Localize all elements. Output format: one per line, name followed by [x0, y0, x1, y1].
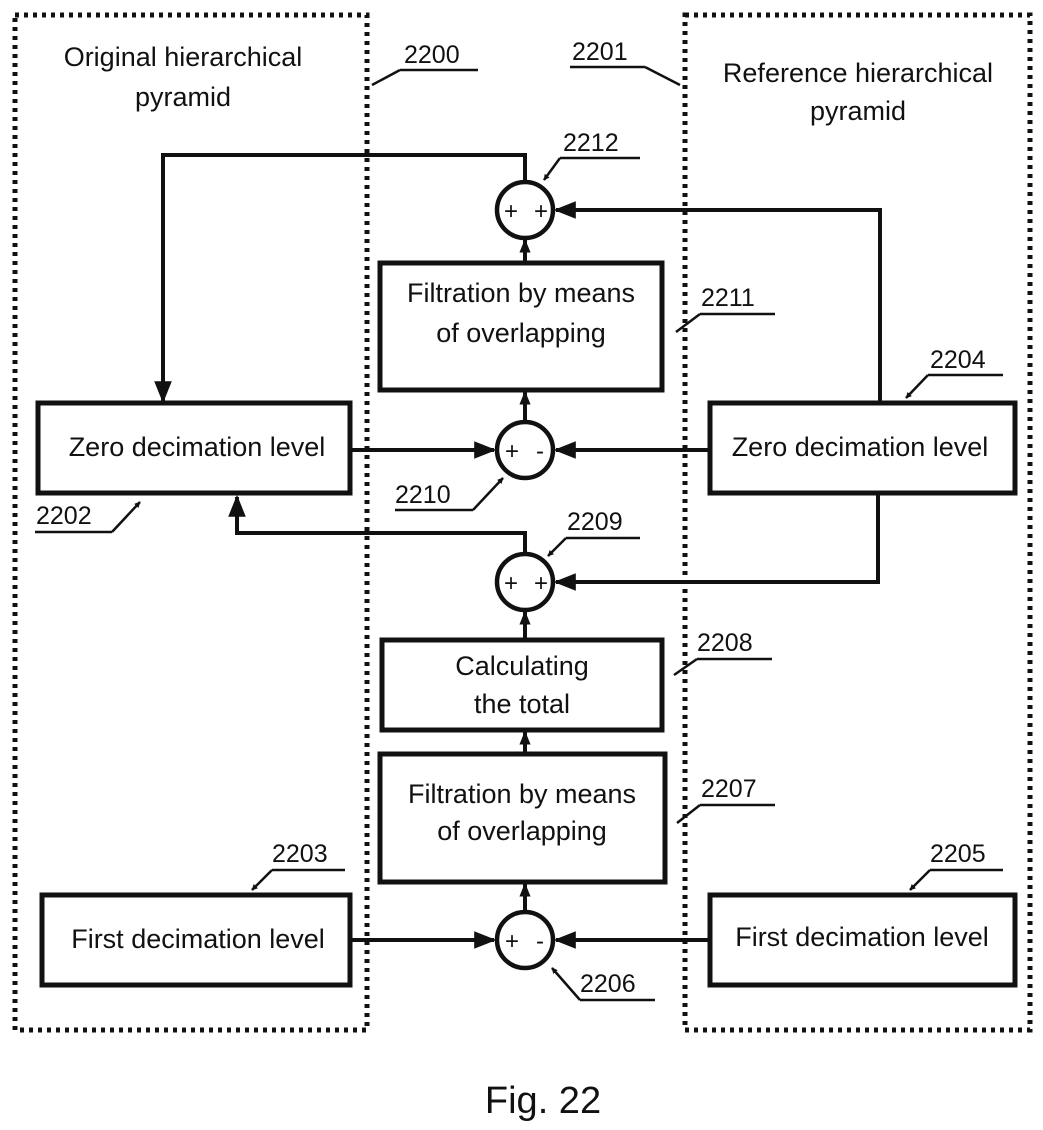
leader-2203 — [252, 868, 345, 890]
filtration-block-2207 — [377, 751, 668, 885]
total-line1: Calculating — [455, 651, 589, 681]
filtration-2207-line2: of overlapping — [437, 816, 607, 846]
leader-2206 — [552, 968, 655, 1002]
ref-2200: 2200 — [404, 41, 460, 69]
filtration-block-2211 — [377, 260, 665, 393]
leader-2207 — [676, 803, 775, 824]
adder-2209-right-sign: + — [534, 570, 548, 597]
leader-2205 — [910, 868, 1003, 890]
adder-2209-left-sign: + — [504, 570, 518, 597]
ref-first-decimation-block — [707, 892, 1018, 988]
filtration-2211-line1: Filtration by means — [407, 278, 635, 308]
leader-2204 — [906, 373, 1003, 398]
ref-2206: 2206 — [580, 970, 636, 998]
arrow-ref-zero-to-2212 — [553, 201, 882, 403]
arrow-2209-to-orig-zero — [228, 494, 527, 554]
leader-2201 — [570, 65, 681, 87]
reference-pyramid-label-line1: Reference hierarchical — [723, 58, 993, 88]
leader-2212 — [544, 156, 640, 180]
ref-2211: 2211 — [701, 284, 755, 312]
original-pyramid-frame — [12, 12, 370, 1033]
ref-2201: 2201 — [572, 38, 628, 66]
leader-2211 — [675, 312, 775, 333]
leader-2209 — [548, 536, 640, 556]
ref-first-decimation-label: First decimation level — [735, 922, 989, 952]
arrow-2212-to-orig-zero — [154, 153, 527, 404]
adder-2210-left-sign: + — [505, 438, 519, 465]
original-pyramid-label-line2: pyramid — [135, 82, 231, 112]
ref-2208: 2208 — [697, 629, 753, 657]
ref-2205: 2205 — [930, 840, 986, 868]
reference-pyramid-label-line2: pyramid — [810, 96, 906, 126]
ref-2212: 2212 — [563, 129, 619, 157]
ref-2210: 2210 — [395, 481, 451, 509]
ref-2204: 2204 — [930, 346, 986, 374]
orig-first-decimation-label: First decimation level — [71, 924, 325, 954]
ref-2203: 2203 — [272, 840, 328, 868]
adder-2210-right-sign: - — [536, 438, 544, 465]
leader-2208 — [673, 657, 772, 677]
orig-first-decimation-block — [39, 892, 353, 988]
reference-pyramid-frame — [682, 12, 1033, 1033]
filtration-2211-line2: of overlapping — [436, 318, 606, 348]
adder-2212-right-sign: + — [534, 198, 548, 225]
ref-2209: 2209 — [567, 508, 623, 536]
original-pyramid-label-line1: Original hierarchical — [64, 42, 303, 72]
arrow-ref-zero-to-2209 — [553, 493, 880, 591]
adder-2206-right-sign: - — [536, 928, 544, 955]
adder-2206-left-sign: + — [505, 928, 519, 955]
leader-2200 — [371, 68, 478, 87]
leader-2202 — [35, 502, 140, 534]
figure-caption: Fig. 22 — [485, 1080, 601, 1122]
adder-2212-left-sign: + — [504, 198, 518, 225]
ref-2207: 2207 — [701, 775, 757, 803]
total-line2: the total — [474, 689, 570, 719]
ref-2202: 2202 — [36, 502, 92, 530]
filtration-2207-line1: Filtration by means — [408, 779, 636, 809]
leader-2210 — [395, 478, 503, 512]
total-block — [379, 637, 665, 733]
ref-zero-decimation-label: Zero decimation level — [732, 432, 989, 462]
orig-zero-decimation-label: Zero decimation level — [69, 432, 326, 462]
